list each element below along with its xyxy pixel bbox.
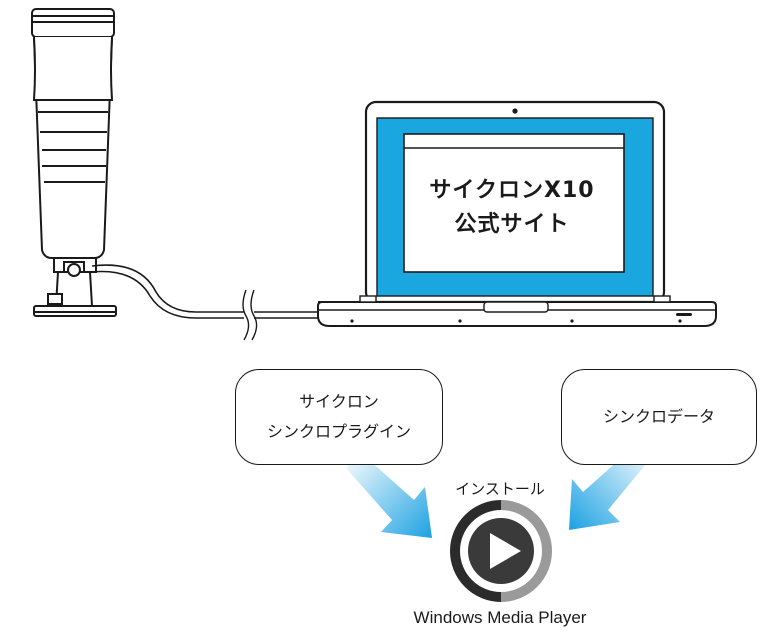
- install-label: インストール: [455, 480, 545, 498]
- laptop-icon: [317, 100, 717, 327]
- cable-icon: [91, 264, 318, 341]
- arrow-icon: [346, 452, 432, 538]
- plugin-bubble-line2: シンクロプラグイン: [266, 422, 411, 441]
- plugin-bubble-line1: サイクロン: [299, 392, 379, 411]
- site-title-line1: サイクロンX10: [429, 178, 595, 203]
- wmp-play-icon: [450, 500, 552, 602]
- player-label: Windows Media Player: [413, 608, 587, 627]
- data-bubble: シンクロデータ: [561, 369, 757, 465]
- arrow-icon: [569, 444, 651, 530]
- plugin-bubble: サイクロン シンクロプラグイン: [235, 369, 443, 465]
- site-title-line2: 公式サイト: [454, 212, 570, 237]
- data-bubble-label: シンクロデータ: [602, 407, 715, 426]
- device-icon: [31, 8, 117, 317]
